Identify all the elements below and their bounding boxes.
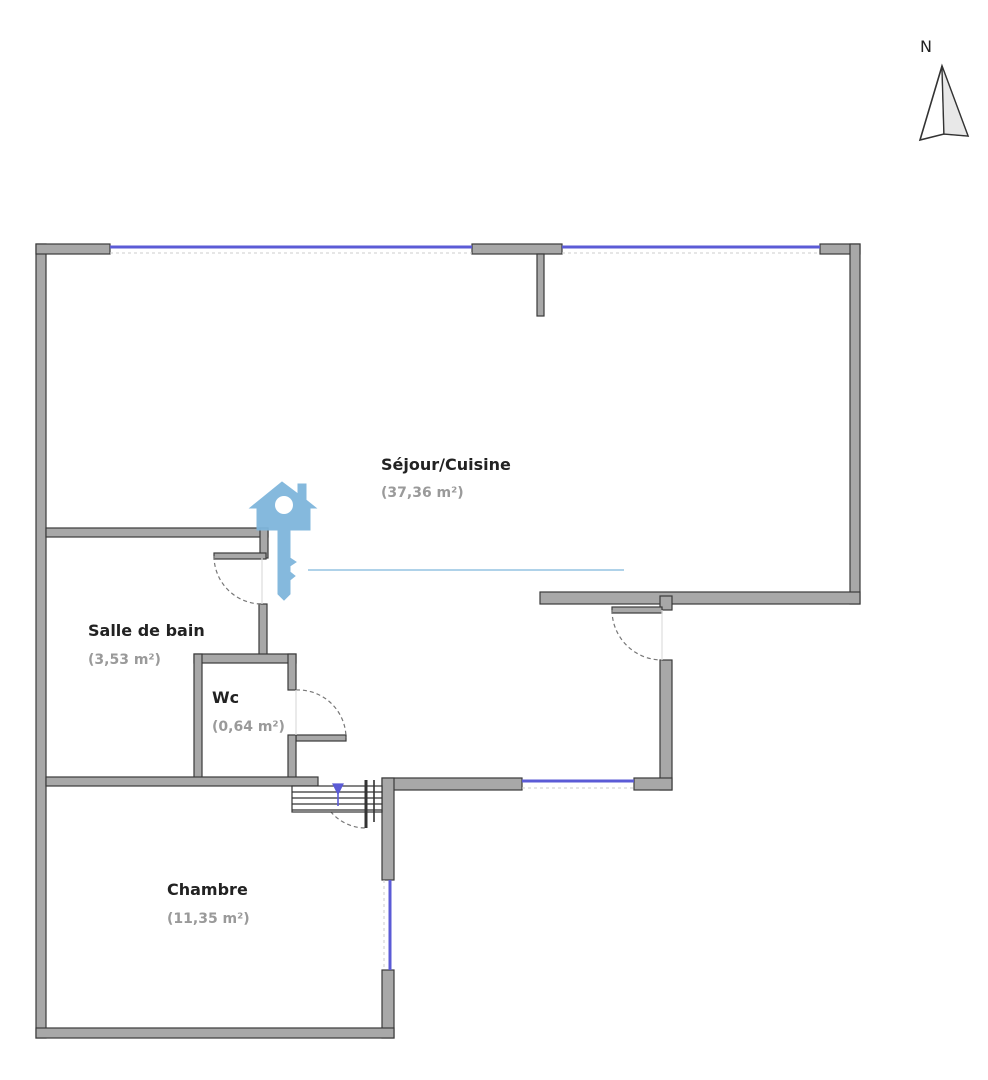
wall-wc-left <box>193 653 203 785</box>
north-arrow-icon <box>918 63 970 142</box>
wall-wc-right-upper <box>287 653 297 691</box>
wall-sejour-bottom <box>539 591 861 605</box>
wall-sdb-door-jamb <box>213 552 267 560</box>
walls <box>35 243 861 1039</box>
room-area-chambre: (11,35 m²) <box>167 911 250 927</box>
north-label: N <box>920 37 932 56</box>
room-area-salle-de-bain: (3,53 m²) <box>88 652 161 668</box>
staircase <box>291 780 383 828</box>
door-salle-de-bain <box>213 555 263 605</box>
wall-hall-bottom-left <box>381 777 523 791</box>
wall-sdb-right <box>258 603 268 657</box>
wall-left-outer <box>35 243 47 1039</box>
door-entrance <box>611 609 663 661</box>
wall-top-middle <box>471 243 563 255</box>
wall-hall-bottom-right <box>633 777 673 791</box>
room-name-chambre: Chambre <box>167 880 248 899</box>
wall-corner-piece <box>659 595 673 611</box>
windows <box>110 245 820 970</box>
room-area-wc: (0,64 m²) <box>212 719 285 735</box>
north-compass: N <box>918 37 970 142</box>
wall-wc-top <box>193 653 297 664</box>
wall-wc-door-jamb <box>295 734 347 742</box>
wall-right-hall <box>659 659 673 791</box>
wall-sdb-top <box>45 527 269 538</box>
room-labels: Séjour/Cuisine (37,36 m²) Salle de bain … <box>88 455 511 927</box>
wall-chambre-right-upper <box>381 777 395 881</box>
room-area-sejour: (37,36 m²) <box>381 485 464 501</box>
stair-arrow-icon <box>332 783 344 796</box>
wall-right-sejour <box>849 243 861 605</box>
door-wc <box>295 689 347 739</box>
wall-stub-top <box>536 253 545 317</box>
wall-top-left <box>35 243 111 255</box>
wall-chambre-top <box>45 776 319 787</box>
room-name-wc: Wc <box>212 688 239 707</box>
wall-door-jamb-right <box>611 606 663 614</box>
room-name-sejour: Séjour/Cuisine <box>381 455 511 474</box>
wall-bottom <box>35 1027 395 1039</box>
house-key-icon <box>248 481 624 601</box>
room-name-salle-de-bain: Salle de bain <box>88 621 205 640</box>
